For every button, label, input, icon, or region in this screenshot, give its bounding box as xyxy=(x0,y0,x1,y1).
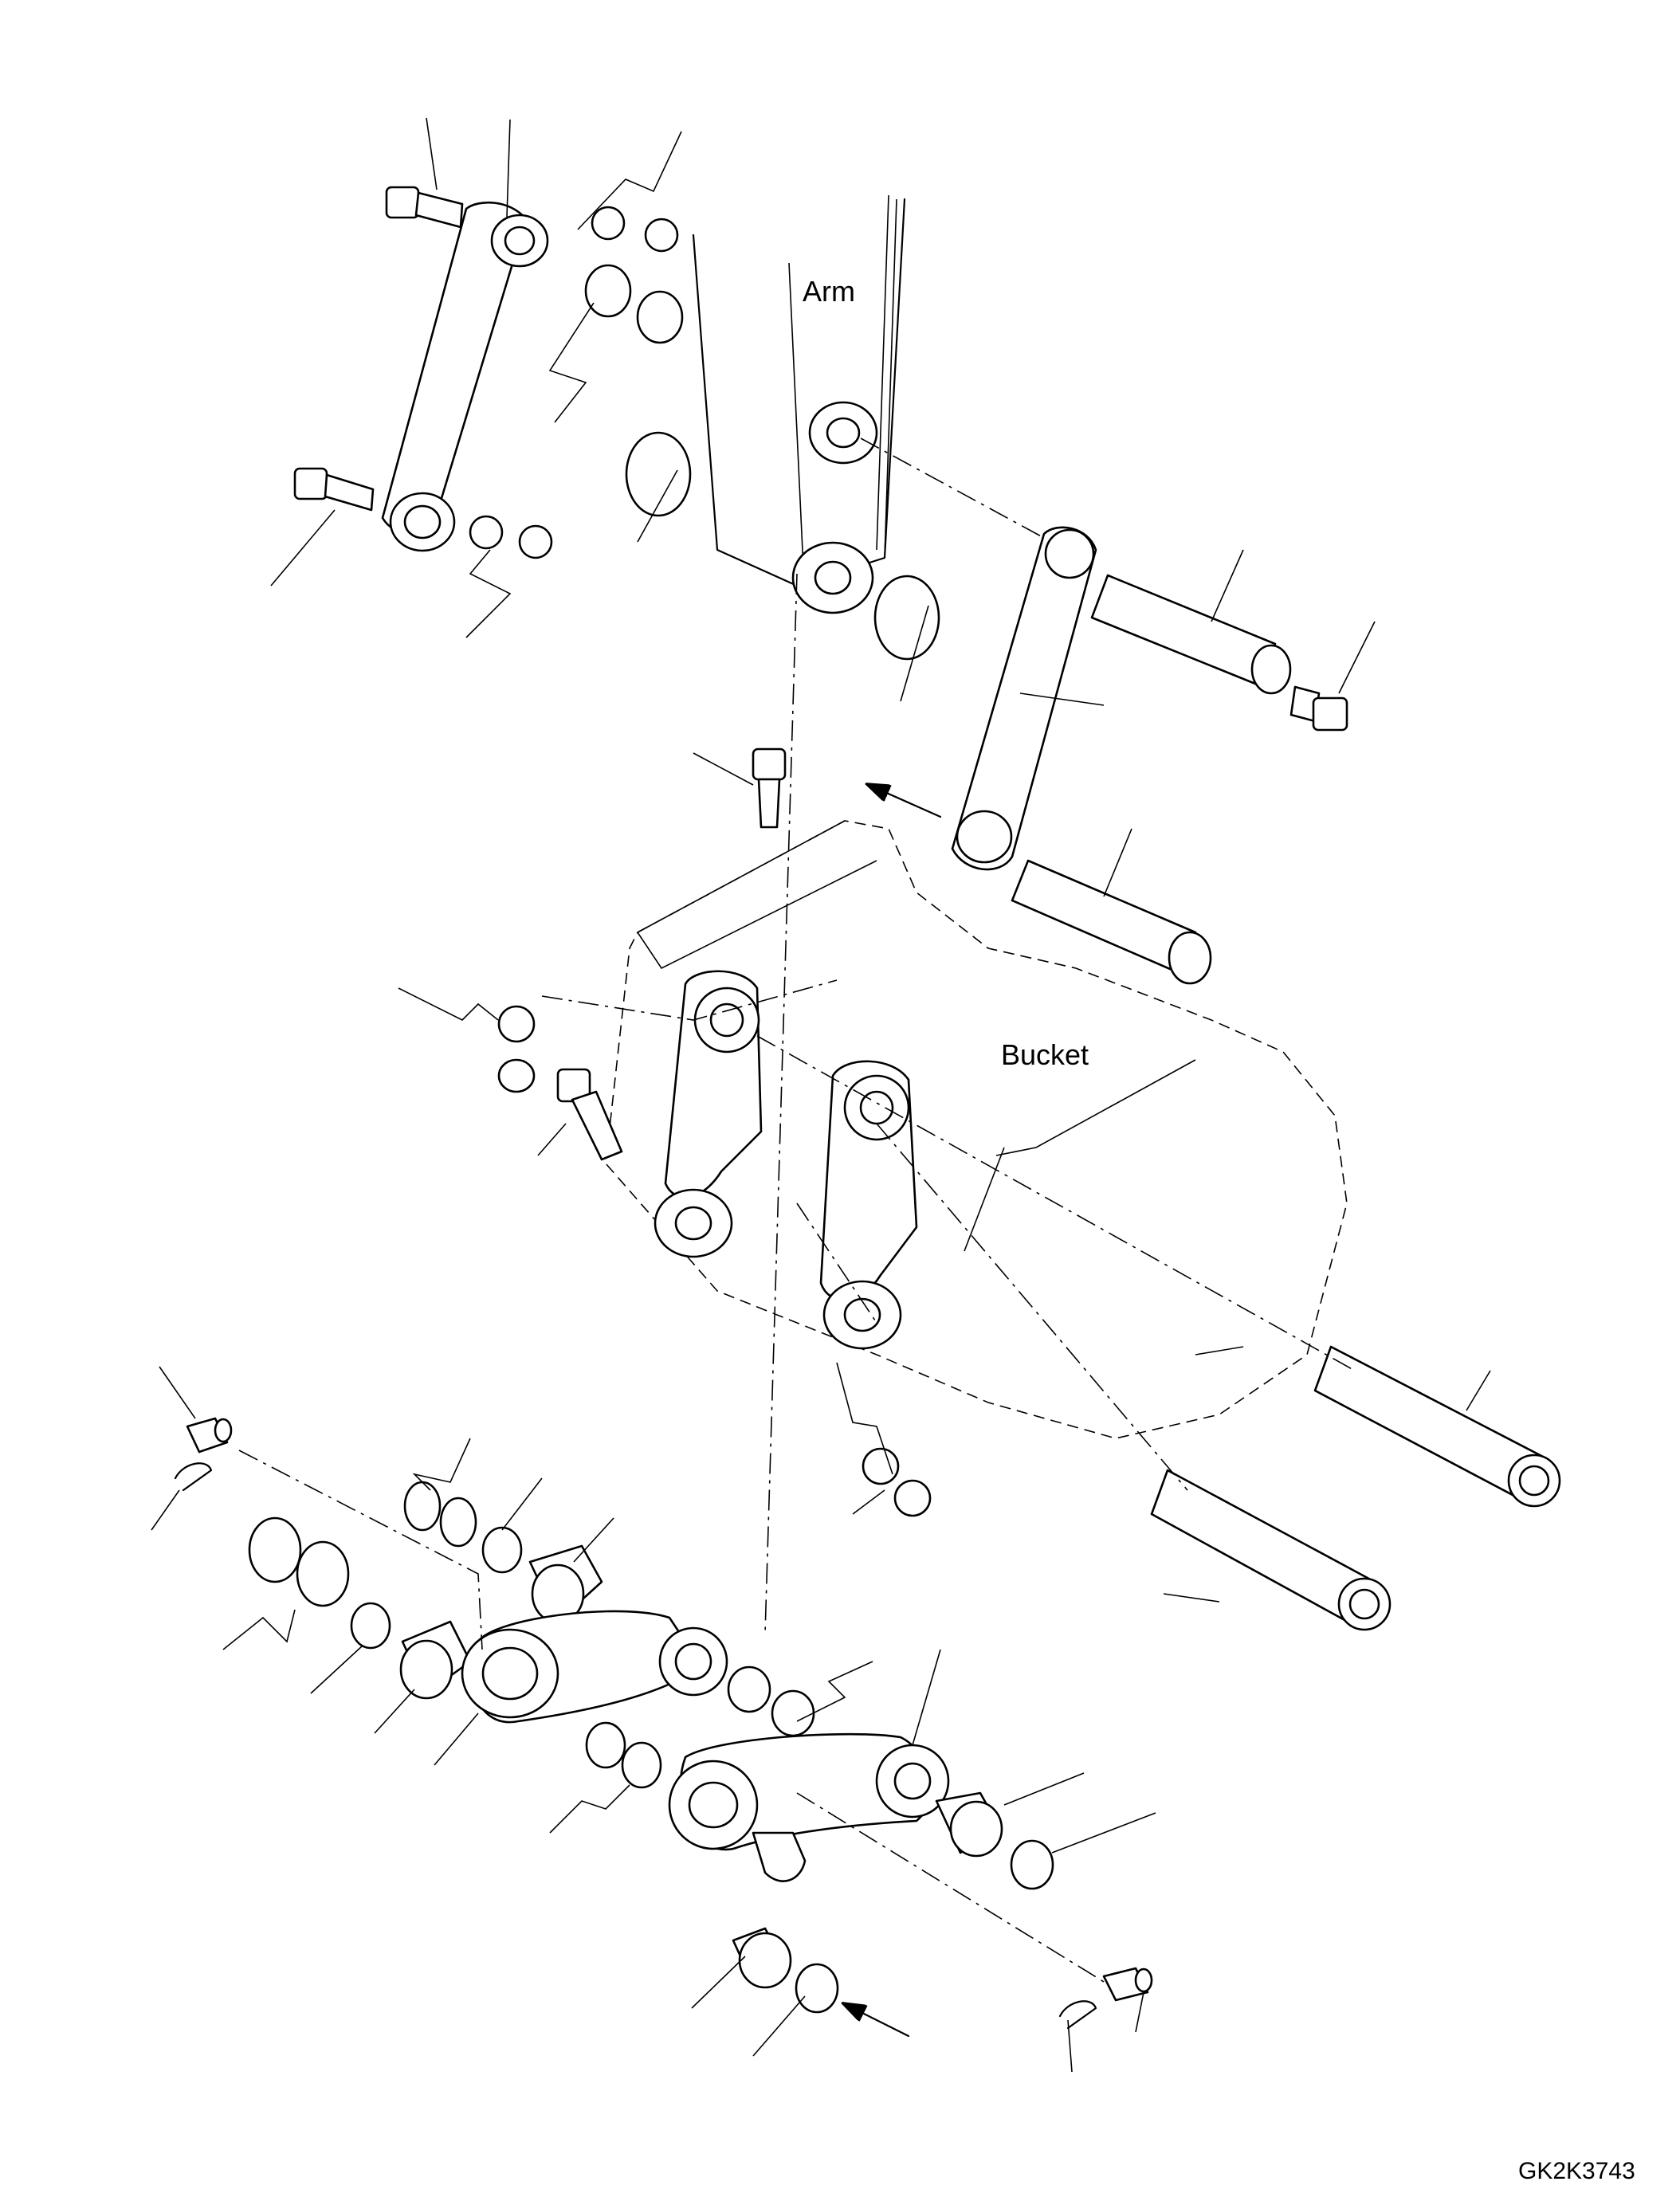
shim xyxy=(584,264,632,318)
pin-small xyxy=(186,1417,233,1454)
shim xyxy=(439,1497,477,1548)
bushing-sleeve xyxy=(732,1927,792,1989)
long-pin xyxy=(1313,1345,1561,1508)
bushing xyxy=(591,206,626,241)
bolt xyxy=(1289,685,1348,732)
bushing-sleeve xyxy=(528,1544,603,1624)
shim xyxy=(403,1481,442,1532)
lower-link-lower xyxy=(668,1732,950,1882)
bushing-sleeve xyxy=(399,1620,472,1700)
bolt xyxy=(752,747,787,829)
shim-plate xyxy=(296,1540,350,1607)
long-pin xyxy=(1150,1469,1391,1631)
bolt xyxy=(293,467,375,512)
bucket-label: Bucket xyxy=(1001,1038,1089,1071)
shim-plate xyxy=(625,431,692,517)
arm-label: Arm xyxy=(803,275,855,308)
bushing xyxy=(644,218,679,253)
seal xyxy=(771,1689,815,1737)
shim-plate xyxy=(873,575,940,661)
nut xyxy=(497,1058,536,1093)
pin xyxy=(1011,859,1212,985)
direction-arrow xyxy=(845,2004,910,2038)
center-lines xyxy=(238,437,1356,1985)
nut xyxy=(497,1005,536,1043)
seal xyxy=(585,1721,626,1769)
bucket-bracket xyxy=(654,970,763,1258)
seal xyxy=(481,1526,523,1574)
seal xyxy=(795,1963,839,2014)
seal xyxy=(350,1602,391,1650)
cotter-pin xyxy=(1058,2000,1097,2030)
leader-lines xyxy=(151,117,1491,2073)
bushing xyxy=(893,1479,932,1517)
direction-arrow xyxy=(869,785,942,818)
bucket-bracket xyxy=(819,1060,918,1350)
top-left-link xyxy=(381,201,549,552)
seal xyxy=(1010,1839,1054,1890)
bushing xyxy=(518,524,553,559)
seal xyxy=(621,1741,662,1789)
shim xyxy=(636,290,684,344)
bolt xyxy=(385,186,464,229)
bucket-outline xyxy=(605,820,1348,1439)
bushing xyxy=(862,1447,900,1485)
pin xyxy=(1090,574,1292,695)
shim-plate xyxy=(248,1516,302,1583)
bolt xyxy=(556,1068,623,1161)
pin-small xyxy=(1102,1967,1153,2002)
seal xyxy=(727,1665,771,1713)
drawing-code: GK2K3743 xyxy=(1518,2158,1635,2184)
bushing xyxy=(469,515,504,550)
lower-link-upper xyxy=(461,1610,728,1724)
cotter-pin xyxy=(174,1462,213,1492)
bushing-sleeve xyxy=(935,1791,1003,1858)
right-link xyxy=(951,526,1097,871)
arm-outline xyxy=(692,194,906,614)
